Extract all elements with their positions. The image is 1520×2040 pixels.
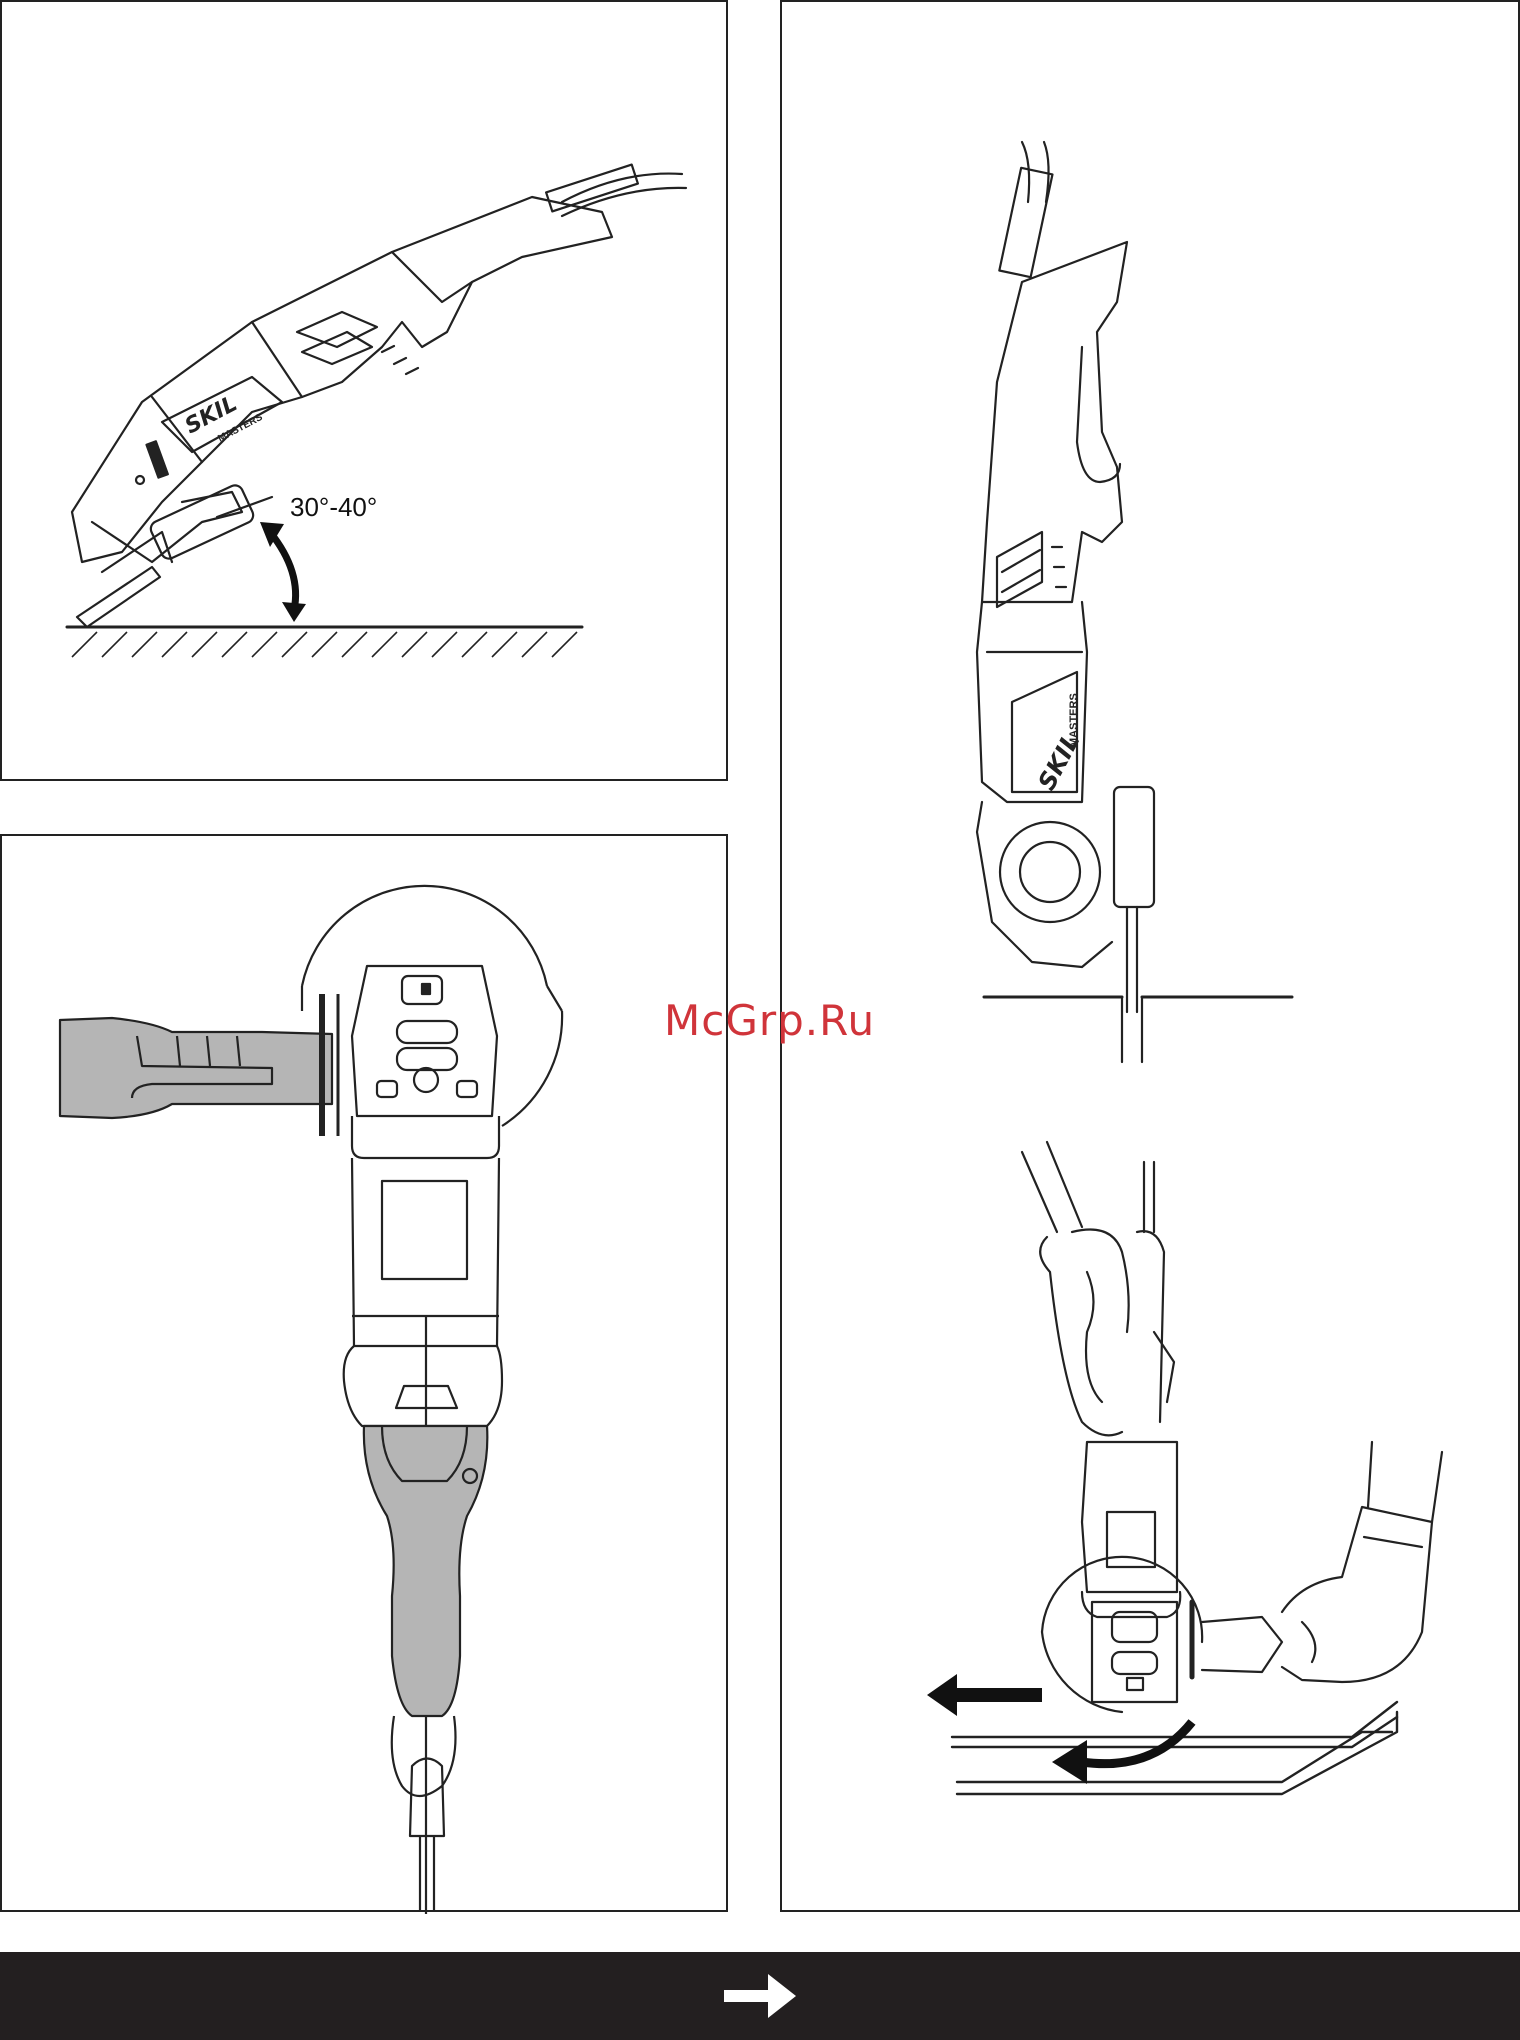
brand-sub: MASTERS [1068,693,1080,747]
grinder-cutting-illustrations: SKIL MASTERS [782,2,1520,1914]
watermark-text: McGrp.Ru [664,996,875,1045]
grinder-top-view-illustration [2,836,730,1914]
figure-grinding-angle: SKIL MASTERS 30°-40° [0,0,728,781]
angle-label: 30°-40° [290,492,377,523]
figure-cutting-operations: SKIL MASTERS [780,0,1520,1912]
feed-direction-arrow-icon [927,1674,1042,1716]
footer-bar [0,1952,1520,2040]
arrow-right-icon[interactable] [722,1970,798,2022]
surface-hatch [72,632,577,657]
angle-arrow-icon [260,522,306,622]
grinder-angled-illustration: SKIL MASTERS [2,2,730,783]
figure-side-handle-top-view [0,834,728,1912]
rotation-arrow-icon [1052,1722,1192,1784]
